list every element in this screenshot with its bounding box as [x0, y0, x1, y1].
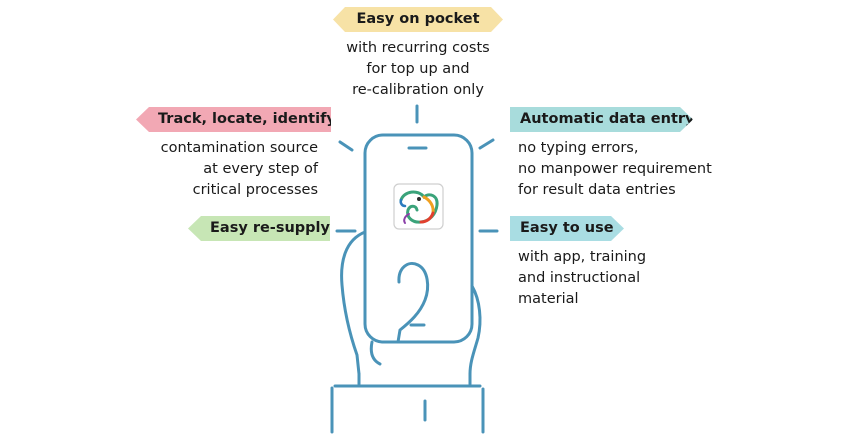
desc-line: critical processes [192, 182, 318, 198]
hand-outline [340, 230, 367, 376]
label-automatic-data-entry: Automatic data entry [510, 107, 693, 132]
desc-line: no manpower requirement [518, 161, 712, 177]
desc-line: material [518, 291, 579, 307]
label-track-locate-identify: Track, locate, identify [136, 107, 331, 132]
desc-line: no typing errors, [518, 140, 639, 156]
desc-line: with recurring costs [346, 40, 490, 56]
desc-line: for result data entries [518, 182, 676, 198]
thumb [396, 262, 430, 344]
phone-body [363, 133, 474, 344]
ray-top-right [478, 138, 495, 150]
label-easy-re-supply: Easy re-supply [188, 216, 330, 241]
desc-automatic-data-entry: no typing errors, no manpower requiremen… [518, 138, 728, 201]
desc-line: and instructional [518, 270, 641, 286]
ray-top-left [338, 140, 354, 152]
desc-easy-to-use: with app, training and instructional mat… [518, 247, 698, 310]
desc-line: at every step of [203, 161, 318, 177]
desc-line: for top up and [366, 61, 470, 77]
desc-easy-on-pocket: with recurring costs for top up and re-c… [318, 38, 518, 101]
palm-side [468, 284, 482, 376]
desc-line: contamination source [160, 140, 318, 156]
desc-line: re-calibration only [352, 82, 484, 98]
finger-under [369, 340, 382, 366]
label-easy-on-pocket: Easy on pocket [333, 7, 503, 32]
chameleon-app-icon [393, 183, 444, 230]
desc-track-locate-identify: contamination source at every step of cr… [118, 138, 318, 201]
desc-line: with app, training [518, 249, 647, 265]
label-easy-to-use: Easy to use [510, 216, 624, 241]
